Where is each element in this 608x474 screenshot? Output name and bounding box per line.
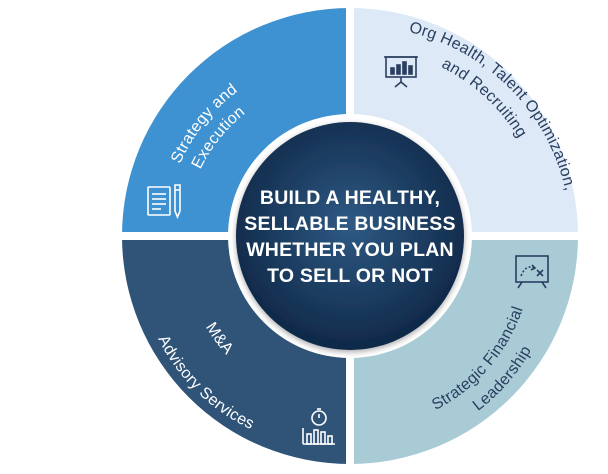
center-headline-line-2: SELLABLE BUSINESS (244, 213, 455, 235)
document-pen-icon (147, 184, 181, 220)
stopwatch-chart-icon (302, 408, 335, 445)
presentation-chart-icon (384, 56, 418, 88)
center-headline-line-4: TO SELL OR NOT (267, 265, 433, 287)
center-headline-line-3: WHETHER YOU PLAN (246, 239, 454, 261)
strategy-board-icon (515, 255, 549, 289)
center-circle (236, 122, 464, 350)
center-headline-line-1: BUILD A HEALTHY, (260, 187, 440, 209)
